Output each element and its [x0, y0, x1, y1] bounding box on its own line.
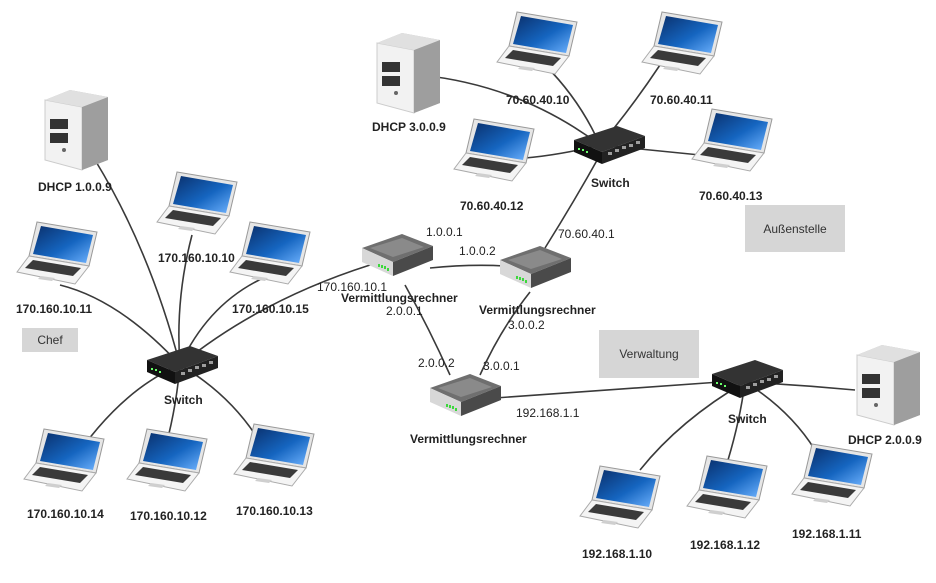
iface-rb-c: 3.0.0.2	[508, 318, 545, 332]
label-switch-verw: Switch	[728, 412, 767, 426]
link-router-b-router-c	[479, 291, 531, 376]
switch-icon-chef	[147, 346, 218, 384]
label-switch-aussen: Switch	[591, 176, 630, 190]
label-router-a: Vermittlungsrechner	[341, 291, 458, 305]
link-switch-pc-170-11	[59, 284, 181, 366]
label-router-b: Vermittlungsrechner	[479, 303, 596, 317]
label-dhcp2: DHCP 2.0.0.9	[848, 433, 922, 447]
laptop-icon	[233, 423, 315, 487]
router-icon-c	[430, 374, 501, 416]
link-router-c-switch-verw	[494, 381, 721, 399]
iface-rc-a: 2.0.0.2	[418, 356, 455, 370]
laptop-icon	[229, 221, 311, 285]
laptop-icon	[686, 455, 768, 519]
iface-ra-b: 1.0.0.1	[426, 225, 463, 239]
switch-icon-aussen	[574, 126, 645, 164]
laptop-icon	[579, 465, 661, 529]
iface-ra-chef: 170.160.10.1	[317, 280, 388, 294]
router-icon-b	[500, 246, 571, 288]
label-pc-192-11: 192.168.1.11	[792, 527, 862, 541]
laptop-icon	[641, 11, 723, 75]
link-router-a-router-c	[404, 284, 451, 376]
label-pc-192-10: 192.168.1.10	[582, 547, 653, 561]
laptop-icon	[23, 428, 105, 492]
area-chef: Chef	[22, 328, 78, 352]
label-switch-chef: Switch	[164, 393, 203, 407]
label-pc-70-12: 70.60.40.12	[460, 199, 524, 213]
label-dhcp3: DHCP 3.0.0.9	[372, 120, 446, 134]
link-router-b-switch-aussen	[544, 154, 601, 249]
iface-ra-c: 2.0.0.1	[386, 304, 423, 318]
server-icon-dhcp1	[44, 90, 108, 171]
laptop-icon	[156, 171, 238, 235]
laptop-icon	[453, 118, 535, 182]
label-dhcp1: DHCP 1.0.0.9	[38, 180, 112, 194]
label-pc-170-10: 170.160.10.10	[158, 251, 235, 265]
link-aussen-dhcp3	[419, 74, 601, 146]
label-pc-170-14: 170.160.10.14	[27, 507, 104, 521]
laptop-icon	[126, 428, 208, 492]
laptop-icon	[16, 221, 98, 285]
laptop-icon	[691, 108, 773, 172]
label-pc-192-12: 192.168.1.12	[690, 538, 761, 552]
area-aussenstelle: Außenstelle	[745, 205, 845, 252]
label-pc-70-10: 70.60.40.10	[506, 93, 570, 107]
link-router-a-router-b	[429, 264, 506, 269]
server-icon-dhcp2	[856, 345, 920, 426]
server-icon-dhcp3	[376, 33, 440, 114]
label-pc-170-11: 170.160.10.11	[16, 302, 93, 316]
router-icon-a	[362, 234, 433, 276]
laptop-icon	[496, 11, 578, 75]
laptop-icon	[791, 443, 873, 507]
label-pc-170-12: 170.160.10.12	[130, 509, 207, 523]
iface-rc-b: 3.0.0.1	[483, 359, 520, 373]
iface-rb-a: 1.0.0.2	[459, 244, 496, 258]
iface-rb-aussen: 70.60.40.1	[558, 227, 615, 241]
label-pc-70-11: 70.60.40.11	[650, 93, 713, 107]
label-pc-170-15: 170.160.10.15	[232, 302, 309, 316]
label-pc-70-13: 70.60.40.13	[699, 189, 763, 203]
iface-rc-verw: 192.168.1.1	[516, 406, 580, 420]
link-switch-dhcp1	[94, 159, 181, 366]
label-pc-170-13: 170.160.10.13	[236, 504, 313, 518]
link-switch-router-a	[179, 264, 371, 366]
area-verwaltung: Verwaltung	[599, 330, 699, 378]
label-router-c: Vermittlungsrechner	[410, 432, 527, 446]
switch-icon-verw	[712, 360, 783, 398]
